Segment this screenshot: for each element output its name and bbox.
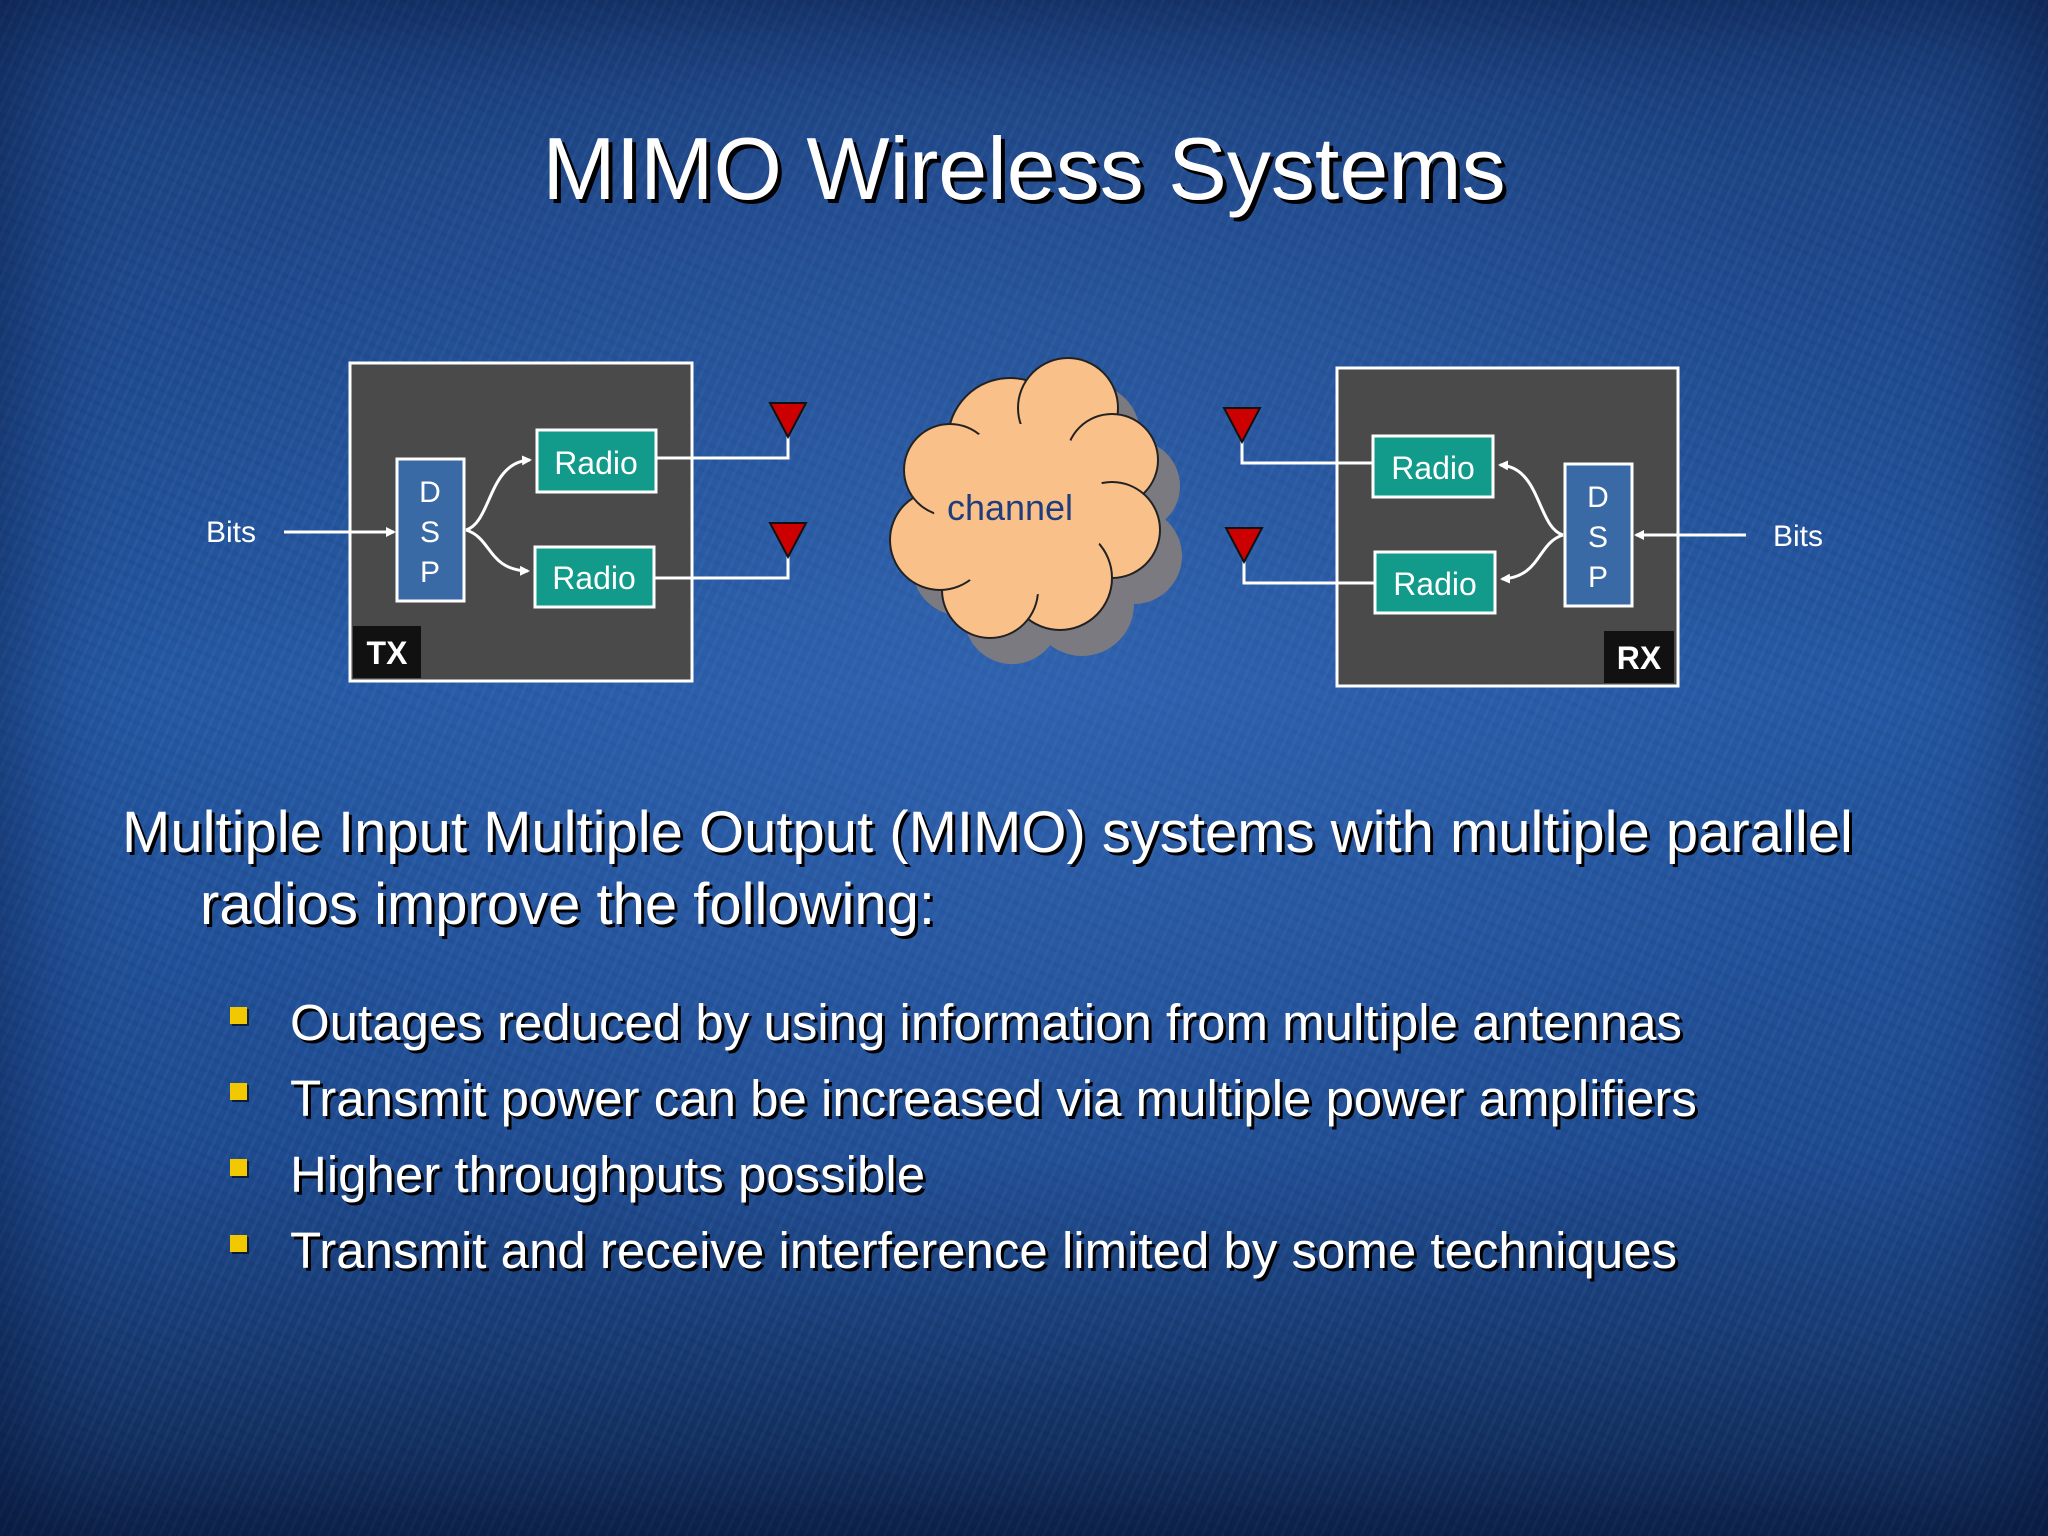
tx-split-top-arrow [465,455,532,532]
bullet-text: Transmit power can be increased via mult… [290,1070,1697,1127]
cloud-fill [934,424,1106,596]
tx-dsp-letter-p: P [420,556,440,589]
tx-dsp-letter-d: D [419,476,441,509]
lead-paragraph: Multiple Input Multiple Output (MIMO) sy… [122,797,2020,941]
rx-dsp-box [1563,462,1634,608]
channel-label: channel [947,487,1073,528]
rx-merge-bottom-arrow [1500,533,1564,584]
tx-radio-top-box [535,428,658,494]
square-bullet-icon [230,1083,247,1100]
rx-dsp-letter-s: S [1588,521,1608,554]
square-bullet-icon [230,1007,247,1024]
square-bullet-icon [230,1159,247,1176]
bullet-item: Outages reduced by using information fro… [222,985,1697,1061]
tx-bits-label: Bits [206,516,256,549]
rx-bits-label: Bits [1773,520,1823,553]
rx-label: RX [1617,640,1662,676]
slide-title: MIMO Wireless Systems [542,119,1506,218]
bullet-item: Transmit power can be increased via mult… [222,1061,1697,1137]
lead-text: Multiple Input Multiple Output (MIMO) sy… [122,800,1853,937]
rx-block: D S P Radio Radio RX Bits [1222,366,1823,688]
rx-antenna-top-icon [1222,407,1262,445]
tx-antenna-top-icon [768,402,808,440]
bullet-text: Higher throughputs possible [290,1146,926,1203]
bullet-item: Higher throughputs possible [222,1137,1697,1213]
rx-radio-top-box [1371,434,1495,499]
rx-dsp-letter-d: D [1587,481,1609,514]
tx-antenna-bottom-icon [768,522,808,560]
bullet-list: Outages reduced by using information fro… [222,985,1697,1289]
tx-split-bottom-arrow [465,528,530,576]
mimo-diagram: D S P Radio Radio TX Bits [206,357,1823,688]
rx-radio-bottom-box [1373,550,1497,615]
channel-cloud: channel [889,357,1182,664]
rx-merge-top-arrow [1498,460,1564,537]
bullet-item: Transmit and receive interference limite… [222,1213,1697,1289]
rx-dsp-letter-p: P [1588,561,1608,594]
rx-radio-top-label: Radio [1391,450,1475,486]
tx-label-box [353,626,421,678]
tx-radio-bottom-label: Radio [552,560,636,596]
tx-block: D S P Radio Radio TX Bits [206,361,808,683]
square-bullet-icon [230,1235,247,1252]
rx-radio-bottom-label: Radio [1393,566,1477,602]
tx-dsp-letter-s: S [420,516,440,549]
bullet-text: Transmit and receive interference limite… [290,1222,1678,1279]
tx-radio-top-label: Radio [554,445,638,481]
tx-dsp-box [395,457,466,603]
tx-label: TX [367,635,409,671]
rx-label-box [1604,631,1674,683]
rx-antenna-bottom-icon [1224,527,1264,565]
bullet-text: Outages reduced by using information fro… [290,994,1682,1051]
